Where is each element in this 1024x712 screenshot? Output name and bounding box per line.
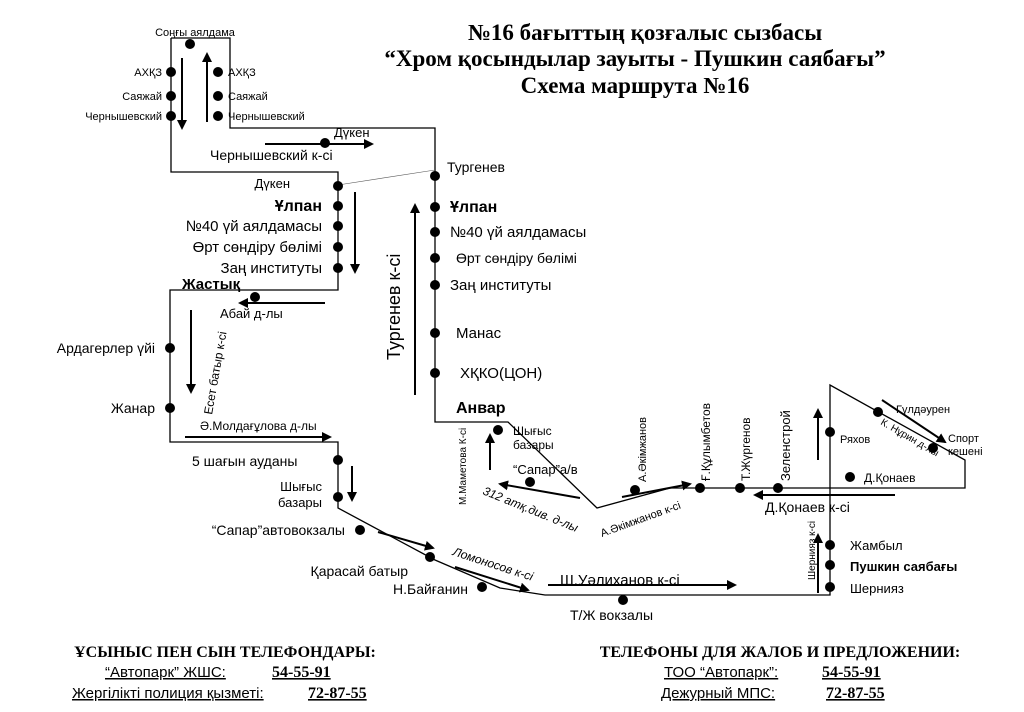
stop-cherny-right: Чернышевский bbox=[228, 111, 305, 123]
stop-ulpan-left: Ұлпан bbox=[275, 198, 322, 215]
stop-ort-right: Өрт сөндіру бөлімі bbox=[456, 250, 577, 266]
stop-pushkin: Пушкин саябағы bbox=[850, 559, 957, 574]
stop-hkko: ХҚКО(ЦОН) bbox=[460, 365, 542, 382]
header-line-2: “Хром қосындылар зауыты - Пушкин саябағы… bbox=[384, 46, 885, 71]
stop-guldauren: Гүлдәурен bbox=[896, 404, 950, 416]
stop-ryahov: Ряхов bbox=[840, 434, 870, 446]
street-moldagulova: Ә.Молдағұлова д-лы bbox=[200, 419, 317, 433]
route-lines bbox=[169, 37, 966, 596]
stop-baiganin: Н.Байғанин bbox=[393, 581, 468, 597]
stop-karasai: Қарасай батыр bbox=[311, 563, 409, 579]
footer-ru-avtopark: ТОО “Автопарк”: bbox=[664, 664, 778, 681]
stop-shygys-right-2: базары bbox=[513, 438, 554, 452]
stop-turgenev: Тургенев bbox=[447, 159, 505, 175]
stop-n40-right: №40 үй аялдамасы bbox=[450, 224, 586, 241]
footer-ru-title: ТЕЛЕФОНЫ ДЛЯ ЖАЛОБ И ПРЕДЛОЖЕНИИ: bbox=[600, 644, 961, 661]
stop-songy: Соңғы аялдама bbox=[155, 27, 236, 39]
stop-ardager: Ардагерлер үйі bbox=[57, 340, 155, 356]
direction-arrows bbox=[177, 52, 947, 593]
stop-sport-1: Спорт bbox=[948, 433, 979, 445]
stop-zhastyk: Жастық bbox=[181, 276, 241, 293]
footer-kz: ҰСЫНЫС ПЕН СЫН ТЕЛЕФОНДАРЫ: “Автопарк” Ж… bbox=[72, 644, 376, 702]
footer-kz-avtopark: “Автопарк” ЖШС: bbox=[105, 664, 226, 681]
stop-zhanar: Жанар bbox=[111, 400, 155, 416]
stop-sayazhai-right: Саяжай bbox=[228, 91, 268, 103]
stop-ahkz-right: АХҚЗ bbox=[228, 67, 256, 79]
stop-zhurgenov: Т.Жүргенов bbox=[739, 417, 753, 481]
footer-kz-police: Жергілікті полиция қызметі: bbox=[72, 685, 264, 702]
stop-akimzhanov: А.Әкімжанов bbox=[637, 417, 649, 482]
footer-ru-mps: Дежурный МПС: bbox=[661, 685, 775, 702]
footer-kz-police-phone: 72-87-55 bbox=[308, 685, 367, 702]
street-sherniaz: Шернияз к-сі bbox=[807, 521, 818, 580]
stop-sapar-av: “Сапар”а/в bbox=[513, 462, 578, 477]
street-cherny: Чернышевский к-сі bbox=[210, 147, 333, 163]
footer-kz-title: ҰСЫНЫС ПЕН СЫН ТЕЛЕФОНДАРЫ: bbox=[74, 644, 376, 661]
stop-dots bbox=[165, 39, 938, 605]
footer-kz-avtopark-phone: 54-55-91 bbox=[272, 664, 331, 681]
stop-ahkz-left: АХҚЗ bbox=[134, 67, 162, 79]
stop-shygys-left-1: Шығыс bbox=[280, 479, 322, 494]
stop-tzh: Т/Ж вокзалы bbox=[570, 607, 653, 623]
footer-ru-avtopark-phone: 54-55-91 bbox=[822, 664, 881, 681]
stop-cherny-left: Чернышевский bbox=[85, 111, 162, 123]
stop-shygys-right-1: Шығыс bbox=[513, 424, 552, 438]
stop-kulymbetov: Ғ.Құлымбетов bbox=[699, 403, 713, 481]
stop-ort-left: Өрт сөндіру бөлімі bbox=[193, 239, 322, 256]
stop-ulpan-right: Ұлпан bbox=[450, 199, 497, 216]
street-akimzhanov: А.Әкімжанов к-сі bbox=[599, 500, 682, 540]
street-ualihanov: Ш.Уәлиханов к-сі bbox=[560, 572, 680, 589]
stop-sport-2: кешені bbox=[948, 446, 983, 458]
stop-shagyn: 5 шағын ауданы bbox=[192, 453, 297, 469]
street-konaev: Д.Қонаев к-сі bbox=[765, 499, 850, 515]
stop-dkonaev: Д.Қонаев bbox=[864, 471, 915, 485]
street-knurin: К. Нұрин д-лы bbox=[879, 417, 941, 459]
footer-ru-mps-phone: 72-87-55 bbox=[826, 685, 885, 702]
stop-sherniaz: Шернияз bbox=[850, 581, 904, 596]
stop-sapar-avto: “Сапар”автовокзалы bbox=[212, 522, 345, 538]
stop-manas: Манас bbox=[456, 325, 502, 342]
stop-shygys-left-2: базары bbox=[278, 495, 322, 510]
header-line-3: Схема маршрута №16 bbox=[521, 73, 750, 98]
stop-sayazhai-left: Саяжай bbox=[122, 91, 162, 103]
header-line-1: №16 бағыттың қозғалыс сызбасы bbox=[468, 20, 822, 45]
stop-duken-1: Дүкен bbox=[334, 125, 370, 140]
stop-duken-2: Дүкен bbox=[254, 176, 290, 191]
street-eset: Есет батыр к-сі bbox=[201, 330, 229, 415]
street-turgenev: Тургенев к-сі bbox=[384, 254, 404, 360]
street-abai: Абай д-лы bbox=[220, 306, 283, 321]
street-mametova: М.Маметова К-сі bbox=[458, 428, 469, 505]
stop-zan-left: Заң институты bbox=[221, 260, 322, 277]
stop-n40-left: №40 үй аялдамасы bbox=[186, 218, 322, 235]
stop-zhambyl: Жамбыл bbox=[850, 538, 903, 553]
stop-anvar: Анвар bbox=[456, 400, 506, 417]
stop-zelenstroi: Зеленстрой bbox=[778, 410, 793, 481]
footer-ru: ТЕЛЕФОНЫ ДЛЯ ЖАЛОБ И ПРЕДЛОЖЕНИИ: ТОО “А… bbox=[600, 644, 961, 702]
stop-zan-right: Заң институты bbox=[450, 277, 551, 294]
street-atk312: 312 атқ.див. д-лы bbox=[481, 484, 581, 535]
stop-labels: Соңғы аялдама АХҚЗ Саяжай Чернышевский А… bbox=[57, 27, 983, 623]
